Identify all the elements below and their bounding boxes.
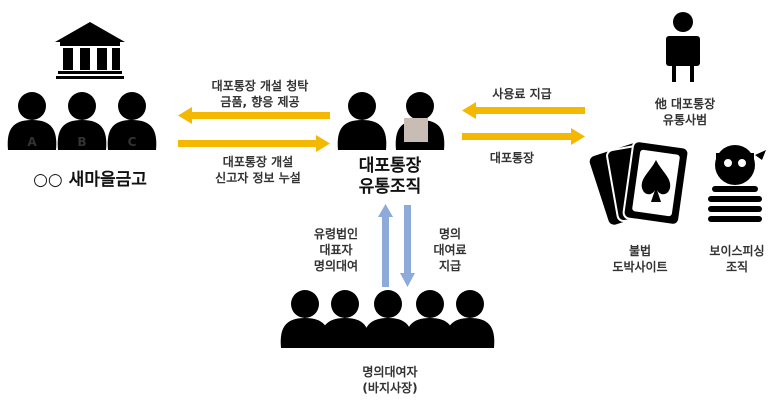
- org-people-icons: [337, 92, 445, 150]
- account-label: 대포통장: [489, 151, 535, 165]
- lend-label-1: 유령법인: [313, 227, 359, 241]
- robber-icon: [708, 145, 766, 222]
- lender-people-icons: [280, 290, 495, 348]
- phishing-label-2: 조직: [725, 260, 749, 274]
- pay-label-3: 지급: [438, 259, 462, 273]
- lenders-label-1: 명의대여자: [362, 365, 418, 379]
- playing-cards-icon: [589, 140, 690, 226]
- org-label-2: 유통조직: [358, 177, 422, 197]
- leak-label-1: 대포통장 개설: [222, 155, 294, 169]
- staff-letter-a: A: [27, 135, 37, 149]
- dealer-label-2: 유통사범: [662, 113, 708, 127]
- dealer-label-1: 他 대포통장: [654, 97, 716, 111]
- lend-label-3: 명의대여: [313, 259, 359, 273]
- bribe-label-2: 금품, 향응 제공: [220, 95, 300, 109]
- staff-letter-c: C: [127, 135, 137, 149]
- bank-label: ○○ 새마을금고: [33, 170, 147, 190]
- bank-icon: [55, 22, 125, 79]
- org-label-1: 대포통장: [358, 156, 422, 176]
- leak-label-2: 신고자 정보 누설: [215, 171, 301, 185]
- gambling-label-2: 도박사이트: [612, 260, 668, 274]
- phishing-label-1: 보이스피싱: [709, 244, 765, 258]
- yellow-arrows: [178, 102, 585, 152]
- pay-label-2: 대여료: [433, 243, 467, 257]
- fee-label: 사용료 지급: [492, 87, 552, 101]
- dealer-person-icon: [666, 12, 700, 82]
- pay-label-1: 명의: [438, 227, 462, 241]
- staff-letter-b: B: [77, 135, 87, 149]
- gambling-label-1: 불법: [628, 244, 652, 258]
- lenders-label-2: (바지사장): [362, 381, 418, 395]
- bribe-label-1: 대포통장 개설 청탁: [211, 79, 309, 93]
- blue-arrows: [378, 204, 415, 287]
- lend-label-2: 대표자: [319, 243, 353, 257]
